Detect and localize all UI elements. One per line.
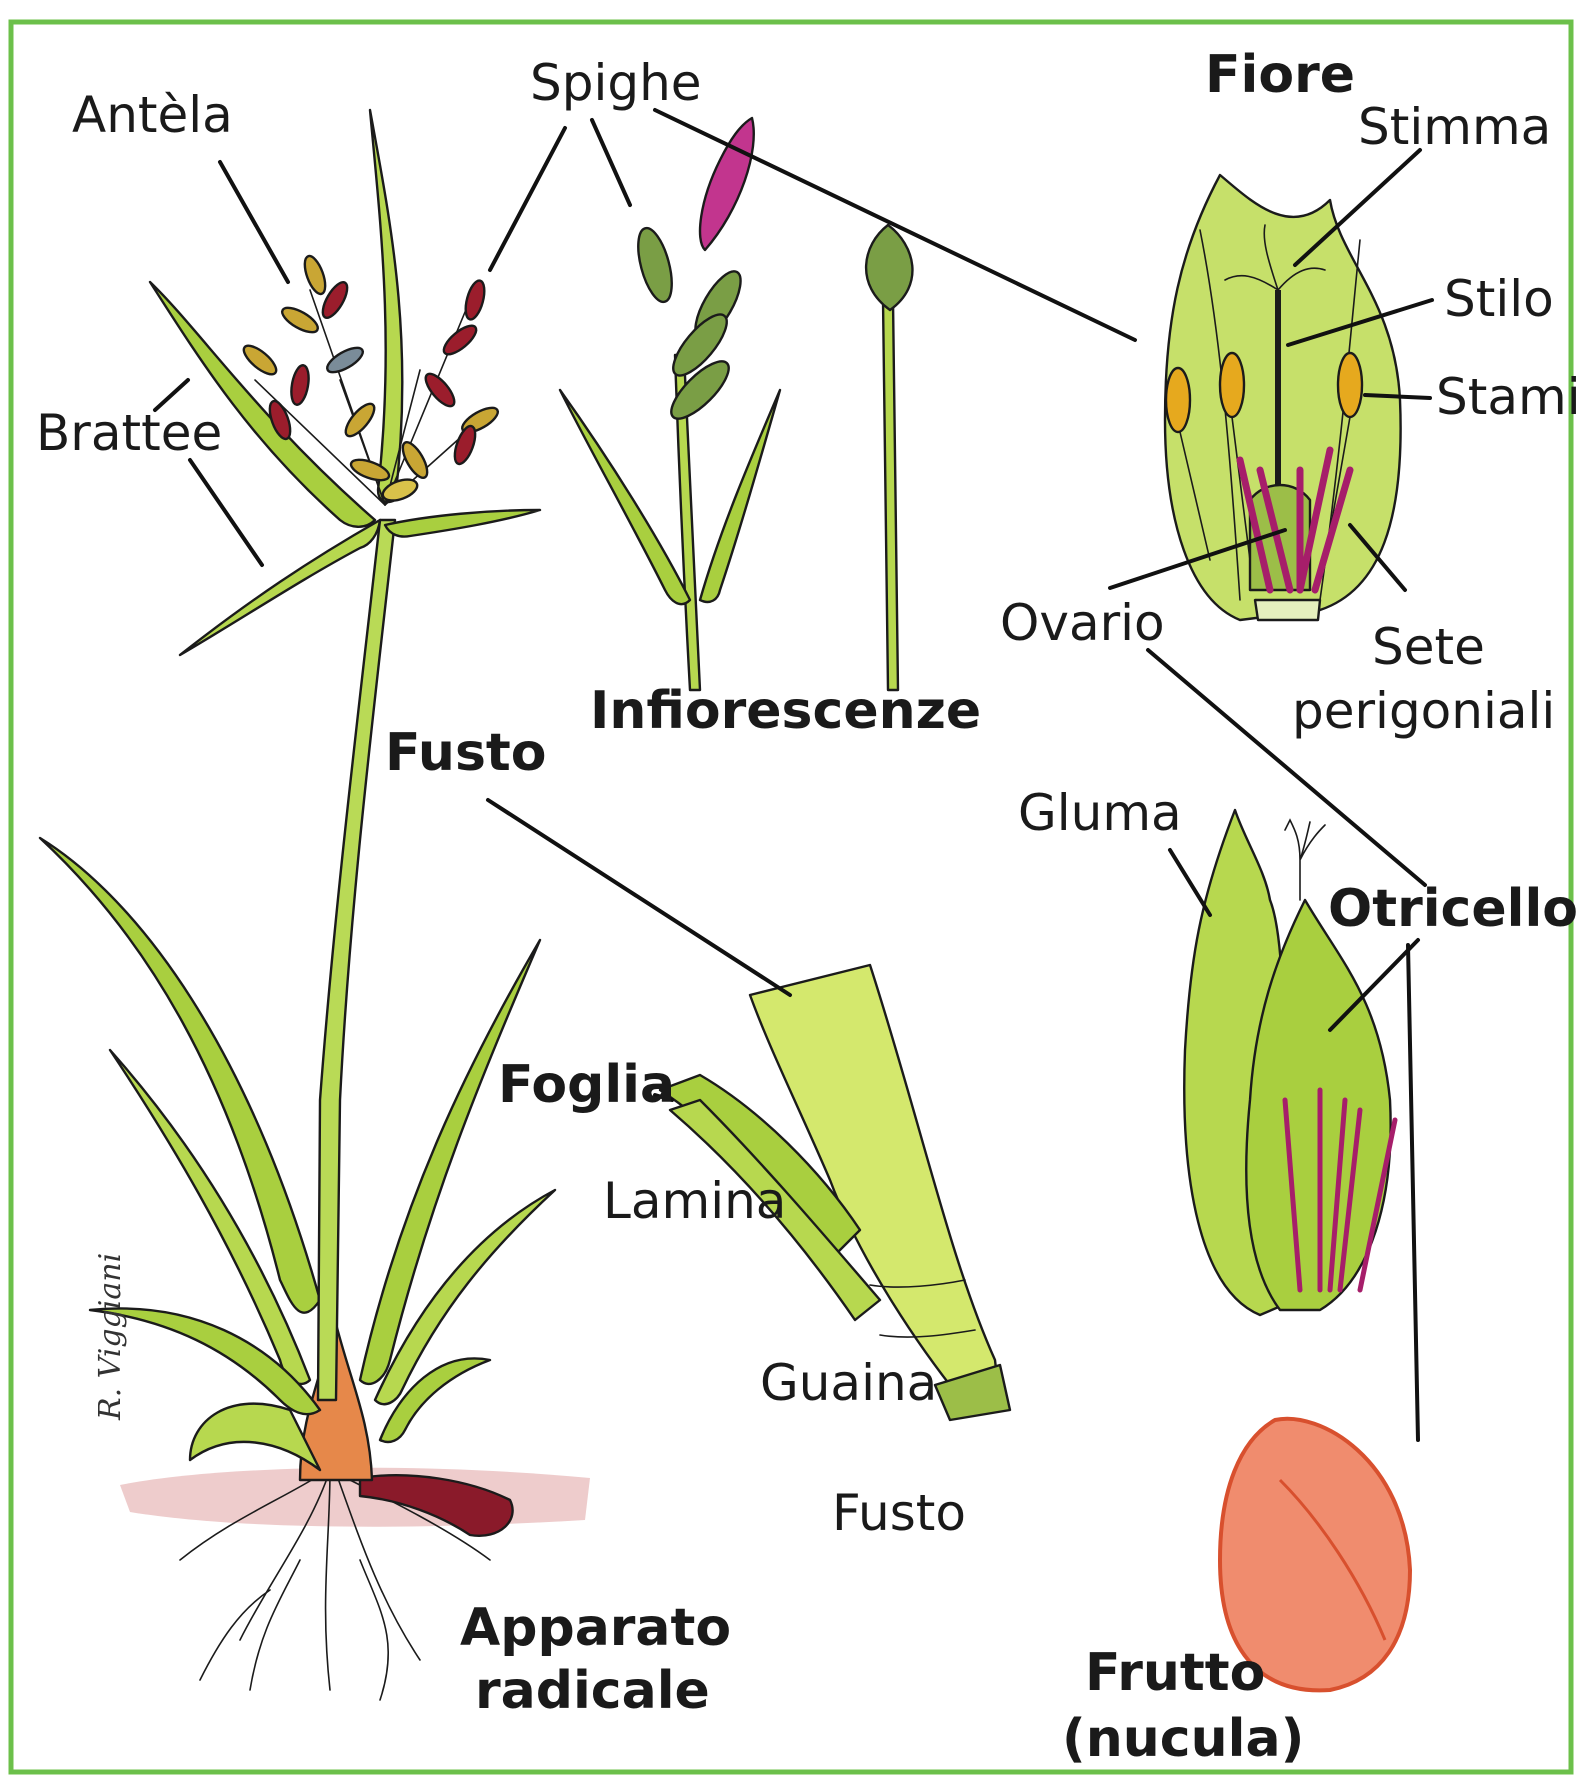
label-frutto-line1: Frutto <box>1085 1643 1265 1703</box>
label-antela: Antèla <box>72 86 233 144</box>
plant-illustration <box>40 110 590 1700</box>
leaf-right-tall <box>360 940 540 1384</box>
label-lamina: Lamina <box>603 1172 786 1230</box>
label-fusto-part: Fusto <box>832 1484 966 1542</box>
flower-anther-right <box>1338 353 1362 417</box>
leaf-far-left <box>40 838 320 1313</box>
inflorescence-leaf-left <box>560 390 690 604</box>
green-spike-1 <box>632 225 679 306</box>
utricle-beak <box>1285 820 1325 900</box>
artist-signature: R. Viggiani <box>93 1253 128 1421</box>
label-fusto-title: Fusto <box>385 723 546 783</box>
bract-lower-left <box>180 520 380 655</box>
bract-right <box>385 510 540 537</box>
label-sete-line1: Sete <box>1372 618 1485 676</box>
single-spike-head <box>866 225 912 310</box>
flower-anther-mid <box>1220 353 1244 417</box>
label-stilo: Stilo <box>1444 270 1554 328</box>
label-infiorescenze: Infiorescenze <box>590 681 981 741</box>
flower-illustration <box>1165 175 1401 620</box>
anthela-spikelets <box>240 253 502 504</box>
inflorescence-illustrations <box>560 118 912 690</box>
label-frutto-line2: (nucula) <box>1062 1709 1304 1769</box>
label-gluma: Gluma <box>1018 784 1182 842</box>
label-ovario: Ovario <box>1000 594 1165 652</box>
label-stimma: Stimma <box>1358 98 1551 156</box>
bract-top <box>370 110 402 502</box>
flower-base <box>1255 600 1320 620</box>
label-otricello: Otricello <box>1328 879 1578 939</box>
culm <box>318 520 395 1400</box>
single-spike-stalk <box>883 300 898 690</box>
label-foglia: Foglia <box>498 1055 675 1115</box>
label-fiore: Fiore <box>1205 45 1355 105</box>
inflorescence-leaf-right <box>700 390 780 602</box>
label-apparato-line1: Apparato <box>460 1598 731 1658</box>
label-spighe: Spighe <box>530 54 702 112</box>
flower-anther-left <box>1166 368 1190 432</box>
label-brattee: Brattee <box>36 404 222 462</box>
label-apparato-line2: radicale <box>475 1661 710 1721</box>
magenta-spike <box>700 118 754 250</box>
label-guaina: Guaina <box>760 1354 937 1412</box>
label-sete-line2: perigoniali <box>1292 682 1555 740</box>
label-stami: Stami <box>1436 368 1578 426</box>
